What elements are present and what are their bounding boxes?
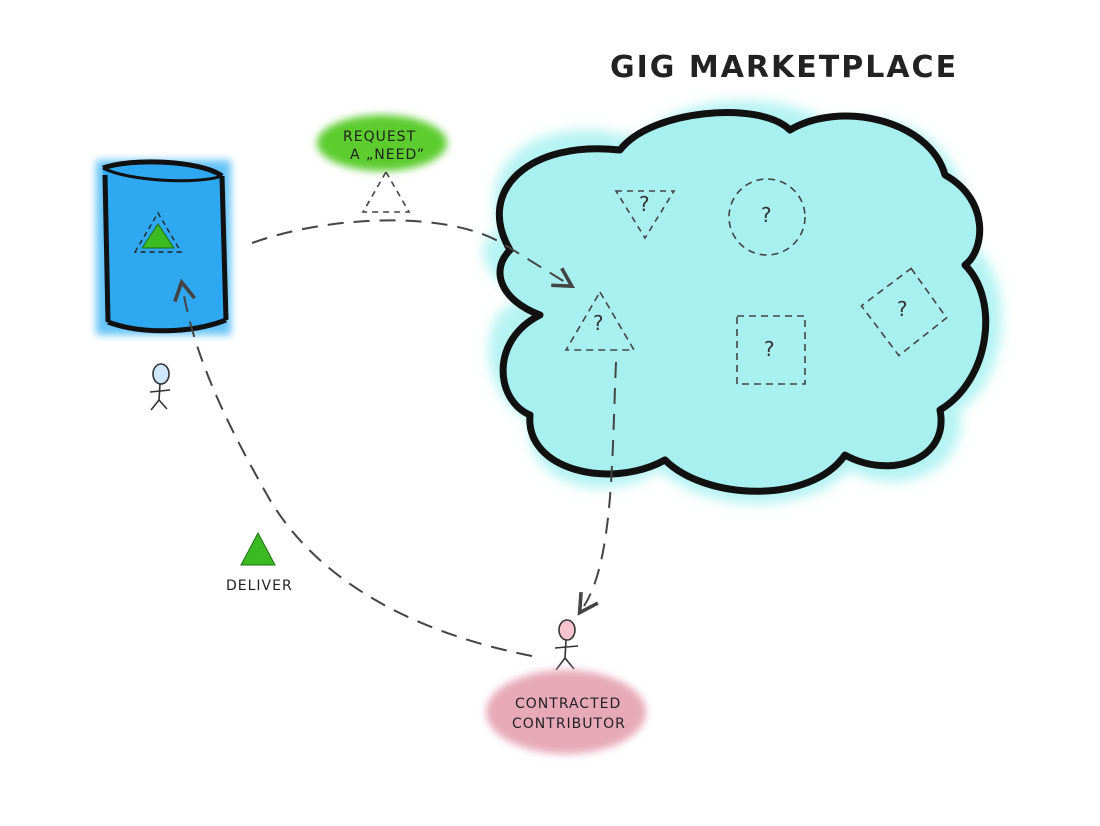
triangle-item-icon: ? <box>564 290 636 351</box>
user-stick-figure-icon <box>149 363 171 411</box>
question-mark: ? <box>896 297 908 321</box>
circle-item-icon: ? <box>728 178 806 256</box>
contributor-label-line2: Contributor <box>512 716 626 732</box>
request-arrow <box>251 219 575 289</box>
question-mark: ? <box>592 311 604 335</box>
marketplace-cloud <box>483 100 1003 504</box>
triangle-item-icon: ? <box>614 190 676 240</box>
request-label-line1: Request <box>343 129 416 145</box>
cloud-outline <box>495 109 990 495</box>
contract-arrow <box>577 361 617 616</box>
deliver-label: Deliver <box>226 578 293 594</box>
delivered-triangle-icon <box>240 531 276 566</box>
question-mark: ? <box>638 192 650 216</box>
requested-triangle-icon <box>361 170 411 213</box>
square-item-icon: ? <box>736 315 806 385</box>
backlog-cylinder-icon <box>96 159 231 335</box>
contributor-stick-figure-icon <box>554 619 579 671</box>
diagram-title: Gig Marketplace <box>610 50 958 85</box>
question-mark: ? <box>760 203 772 227</box>
request-label-line2: a „need” <box>350 147 425 163</box>
question-mark: ? <box>763 337 775 361</box>
request-need-badge: Request a „need” <box>317 115 447 171</box>
diamond-item-icon: ? <box>860 267 948 357</box>
deliver-arrow <box>173 278 533 657</box>
contributor-label-line1: Contracted <box>515 696 621 712</box>
contracted-contributor-badge: Contracted Contributor <box>486 670 646 754</box>
